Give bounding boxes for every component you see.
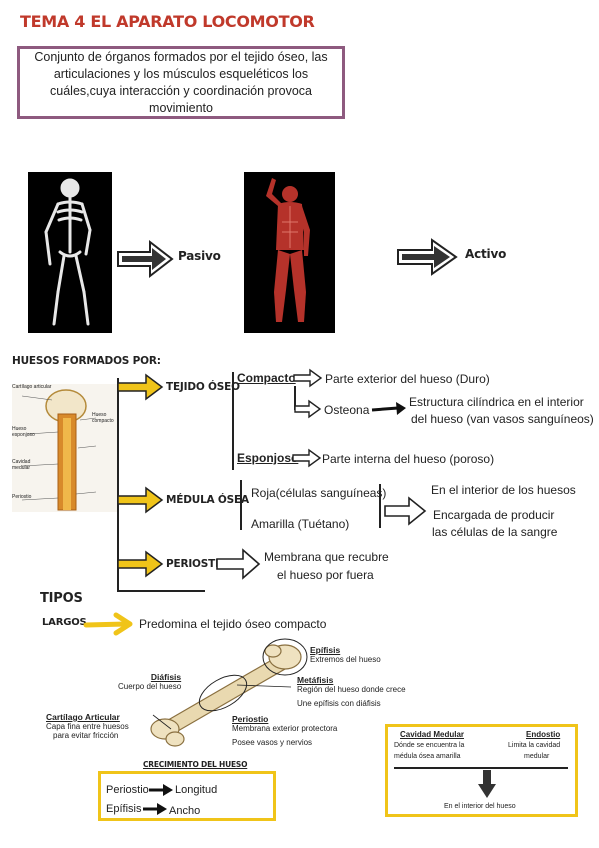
page-title: TEMA 4 EL APARATO LOCOMOTOR (20, 12, 315, 31)
crecimiento-arrow-1-icon (149, 784, 173, 796)
skeleton-image (28, 172, 112, 333)
medula-desc-2b: las células de la sangre (432, 525, 558, 539)
crecimiento-arrow-2-icon (143, 803, 167, 815)
medula-outline-arrow-icon (384, 496, 427, 526)
diafisis-desc: Cuerpo del hueso (118, 682, 182, 691)
periostio-label: PERIOSTIO (166, 558, 228, 570)
periostio-part-label: Periostio (232, 714, 269, 724)
bone-diagram-drawing (21, 389, 97, 511)
cartilago-desc-2: para evitar fricción (53, 731, 119, 740)
activo-label: Activo (465, 247, 507, 261)
osteona-desc-1: Estructura cilíndrica en el interior (409, 395, 584, 409)
long-bone-illustration (150, 638, 308, 747)
crecimiento-title: CRECIMIENTO DEL HUESO (143, 760, 248, 769)
cartilago-desc-1: Capa fina entre huesos (46, 722, 129, 731)
medula-bracket-line (240, 480, 242, 530)
periostio-arrow-icon (117, 550, 164, 578)
largos-label: LARGOS (42, 617, 87, 628)
bone-diagram: Cartílago articular Hueso esponjoso Cavi… (12, 384, 118, 512)
crecimiento-row1-right: Longitud (175, 784, 218, 796)
esponjoso-arrow-icon (292, 448, 322, 468)
periostio-part-desc-1: Membrana exterior protectora (232, 724, 338, 733)
metafisis-desc-2: Une epífisis con diáfisis (297, 699, 381, 708)
esponjoso-label: Esponjoso (237, 451, 299, 465)
periostio-desc-1: Membrana que recubre (264, 550, 389, 564)
endostio-label: Endostio (526, 730, 561, 739)
medula-osea-label: MÉDULA ÓSEA (166, 494, 249, 506)
periostio-part-block: Periostio Membrana exterior protectora P… (232, 714, 337, 747)
largos-yellow-arrow-icon (83, 612, 133, 636)
epifisis-block: Epífisis Extremos del hueso (310, 645, 381, 664)
muscle-image (244, 172, 335, 333)
tejido-arrow-icon (117, 373, 164, 401)
cavidad-box: Cavidad Medular Dónde se encuentra la mé… (385, 724, 578, 817)
compacto-arrow-icon (293, 368, 323, 388)
cartilago-block: Cartílago Articular Capa fina entre hues… (46, 712, 129, 740)
definition-box: Conjunto de órganos formados por el teji… (17, 46, 345, 119)
endostio-desc-2: medular (524, 753, 550, 760)
main-bracket-bottom (117, 590, 205, 592)
medula-roja: Roja(células sanguíneas) (251, 486, 387, 500)
diafisis-block: Diáfisis Cuerpo del hueso (118, 672, 181, 691)
crecimiento-box: Periostio Longitud Epífisis Ancho (98, 771, 276, 821)
medula-right-bracket (379, 484, 381, 528)
pasivo-label: Pasivo (178, 249, 221, 263)
epifisis-label: Epífisis (310, 645, 341, 655)
tipos-heading: TIPOS (40, 591, 83, 606)
periostio-part-desc-2: Posee vasos y nervios (232, 738, 313, 747)
osteona-desc-2: del hueso (van vasos sanguíneos) (411, 412, 594, 426)
bone-diagram-label-4: Hueso compacto (92, 412, 114, 424)
crecimiento-row1-left: Periostio (106, 784, 149, 796)
bone-diagram-label-2: Hueso esponjoso (12, 426, 35, 438)
osteona-arrow-small-icon (294, 399, 322, 419)
huesos-formados-heading: HUESOS FORMADOS POR: (12, 355, 161, 367)
pasivo-arrow-icon (117, 239, 174, 279)
definition-text: Conjunto de órganos formados por el teji… (34, 49, 328, 115)
cartilago-label: Cartílago Articular (46, 712, 120, 722)
diafisis-label: Diáfisis (150, 672, 182, 682)
largos-desc: Predomina el tejido óseo compacto (139, 617, 327, 631)
metafisis-block: Metáfisis Región del hueso donde crece U… (297, 675, 406, 708)
periostio-outline-arrow-icon (216, 548, 261, 580)
medula-desc-1: En el interior de los huesos (431, 483, 576, 497)
osteona-black-arrow-icon (371, 402, 406, 415)
muscle-figure (266, 178, 310, 322)
tejido-bracket-line (232, 372, 234, 470)
medula-amarilla: Amarilla (Tuétano) (251, 517, 350, 531)
cavidad-desc-2: médula ósea amarilla (394, 753, 461, 760)
activo-arrow-icon (397, 238, 458, 276)
esponjoso-desc: Parte interna del hueso (poroso) (322, 452, 495, 466)
bone-diagram-label-1: Cartílago articular (12, 384, 52, 390)
medula-desc-2a: Encargada de producir (433, 508, 555, 522)
cavidad-divider (394, 767, 568, 769)
cavidad-down-arrow-icon (478, 770, 496, 798)
periostio-desc-2: el hueso por fuera (277, 568, 374, 582)
metafisis-label: Metáfisis (297, 675, 334, 685)
compacto-desc: Parte exterior del hueso (Duro) (325, 372, 490, 386)
crecimiento-row2-right: Ancho (169, 805, 201, 817)
compacto-label: Compacto (237, 371, 296, 385)
tejido-oseo-label: TEJIDO ÓSEO (166, 381, 240, 393)
crecimiento-row2-left: Epífisis (106, 803, 142, 815)
endostio-desc-1: Limita la cavidad (508, 742, 561, 749)
bone-diagram-label-5: Periostio (12, 494, 32, 500)
main-bracket-line (117, 378, 119, 592)
medula-arrow-icon (117, 486, 164, 514)
metafisis-desc-1: Región del hueso donde crece (297, 685, 406, 694)
bone-diagram-label-3: Cavidad medular (12, 459, 31, 471)
skeleton-figure (44, 178, 92, 326)
cavidad-desc-1: Dónde se encuentra la (394, 742, 465, 749)
compacto-sub-bracket (294, 386, 296, 410)
epifisis-desc: Extremos del hueso (310, 655, 381, 664)
osteona-label: Osteona (324, 403, 370, 417)
cavidad-title: Cavidad Medular (400, 730, 465, 739)
cavidad-bottom: En el interior del hueso (444, 803, 516, 810)
